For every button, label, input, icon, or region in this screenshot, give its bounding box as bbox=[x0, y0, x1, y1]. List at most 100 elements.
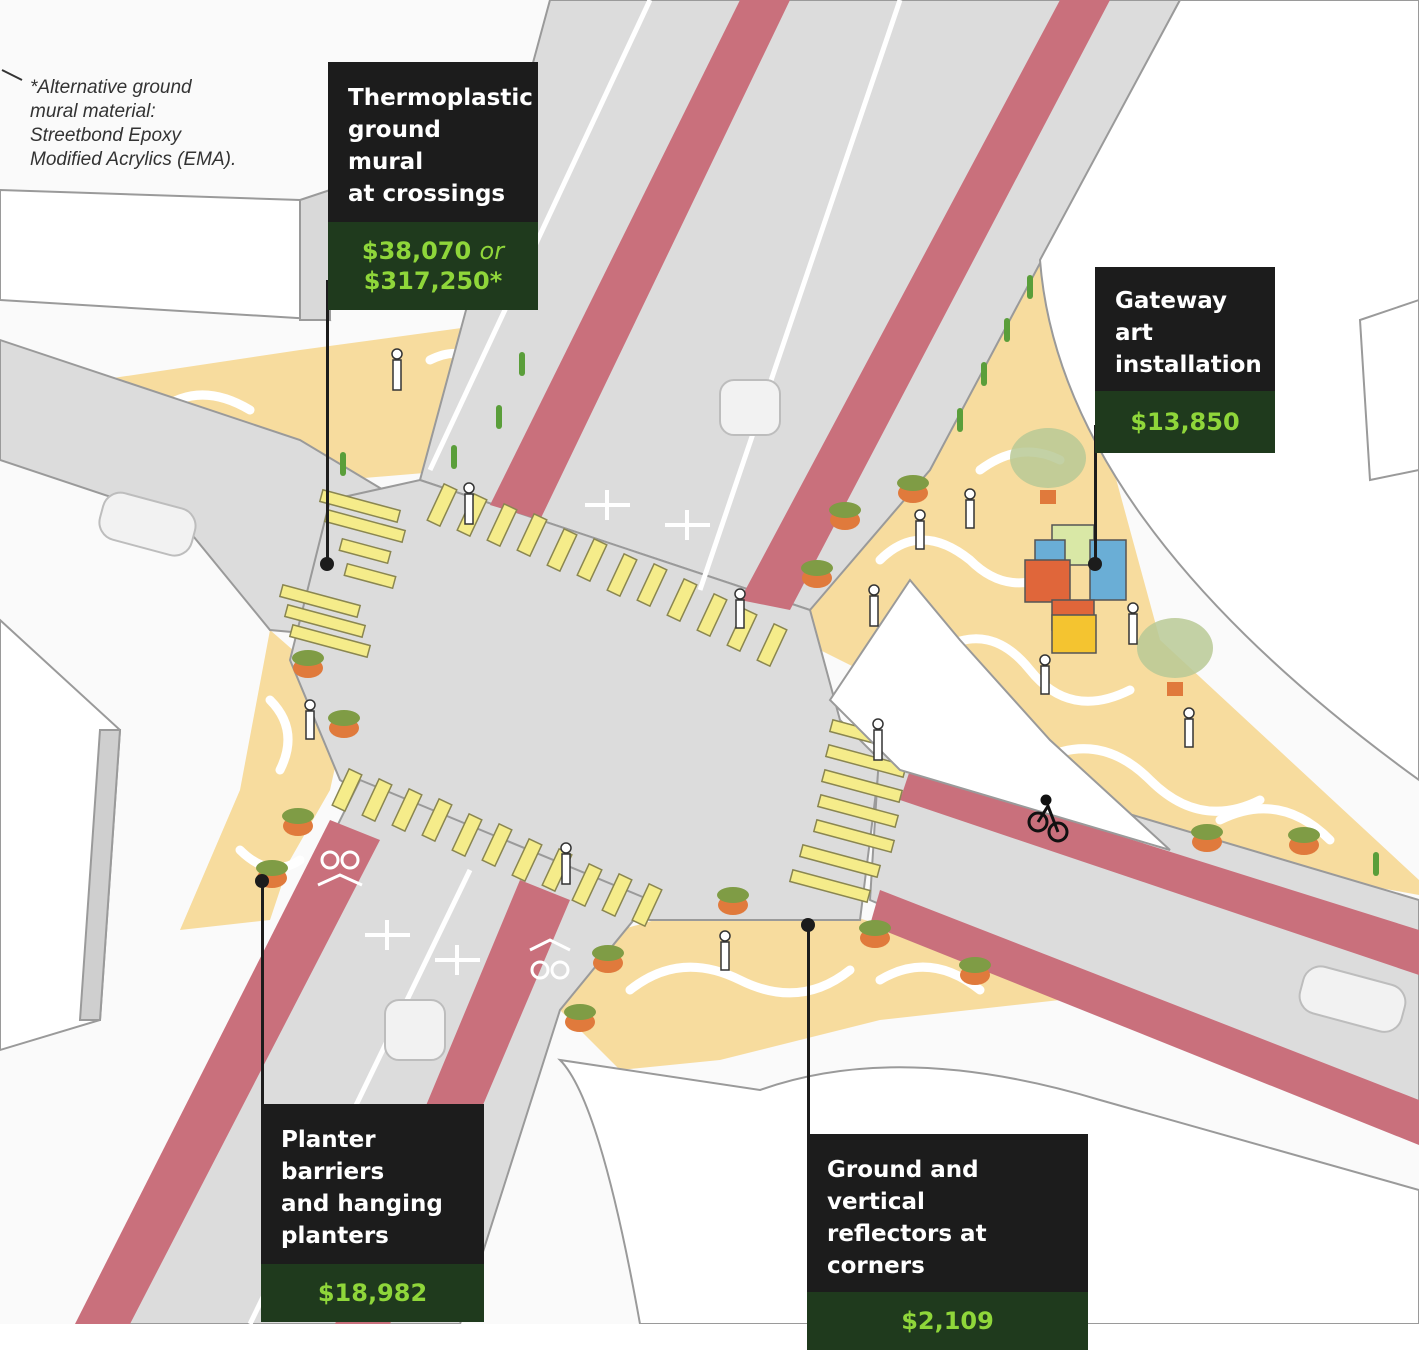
bollard-icon bbox=[1004, 318, 1010, 342]
callout-planters: Planter barriers and hanging planters $1… bbox=[261, 1104, 484, 1322]
pedestrian-icon bbox=[560, 842, 572, 885]
pedestrian-icon bbox=[391, 348, 403, 391]
material-note: *Alternative ground mural material: Stre… bbox=[30, 76, 236, 172]
pedestrian-icon bbox=[304, 699, 316, 740]
bollard-icon bbox=[519, 352, 525, 376]
bollard-icon bbox=[957, 408, 963, 432]
pedestrians bbox=[304, 348, 1195, 971]
bollard-icon bbox=[496, 405, 502, 429]
note-line: Modified Acrylics (EMA). bbox=[30, 149, 237, 170]
bike-markings bbox=[317, 850, 571, 980]
plaza-se bbox=[560, 890, 1060, 1070]
pedestrian-icon bbox=[1127, 602, 1139, 645]
callout-gateway-art: Gateway art installation $13,850 bbox=[1095, 267, 1275, 453]
trees bbox=[1010, 428, 1213, 696]
car-icon bbox=[719, 379, 781, 436]
pedestrian-icon bbox=[734, 588, 746, 629]
note-line: Streetbond Epoxy bbox=[30, 125, 182, 146]
reflector-leader-dot bbox=[801, 918, 815, 932]
cars bbox=[98, 379, 1407, 1061]
pedestrian-icon bbox=[463, 482, 475, 525]
building-nw-side bbox=[299, 188, 331, 321]
callout-title-line: and hanging bbox=[281, 1191, 443, 1217]
bollard-icon bbox=[451, 445, 457, 469]
pedestrian-icon bbox=[914, 509, 926, 550]
planter-icon bbox=[282, 808, 314, 836]
crosswalks bbox=[278, 482, 912, 928]
planter-icon bbox=[1288, 827, 1320, 855]
callout-cost: $18,982 bbox=[261, 1264, 484, 1322]
turn-arrow-icon bbox=[365, 920, 410, 950]
reflector-leader bbox=[807, 926, 810, 1136]
pedestrian-icon bbox=[719, 930, 731, 971]
note-leader bbox=[1, 69, 23, 81]
planter-icon bbox=[717, 887, 749, 915]
tree-icon bbox=[1010, 428, 1086, 504]
planter-icon bbox=[859, 920, 891, 948]
callout-title: Planter barriers and hanging planters bbox=[261, 1104, 484, 1264]
bollards bbox=[340, 275, 1379, 876]
planter-icon bbox=[592, 945, 624, 973]
turn-arrow-icon bbox=[585, 490, 630, 520]
callout-cost: $38,070 or $317,250* bbox=[328, 222, 538, 310]
pedestrian-icon bbox=[1039, 654, 1051, 695]
callout-title-line: Planter barriers bbox=[281, 1127, 385, 1185]
callout-title: Gateway art installation bbox=[1095, 267, 1275, 391]
car-icon bbox=[384, 999, 446, 1061]
building-nw bbox=[0, 188, 332, 322]
pedestrian-icon bbox=[1183, 707, 1195, 748]
callout-title-line: planters bbox=[281, 1223, 389, 1249]
pedestrian-icon bbox=[872, 718, 884, 761]
planters bbox=[256, 475, 1320, 1032]
mural-leader-dot bbox=[320, 557, 334, 571]
bike-lane-north-west bbox=[490, 0, 790, 520]
callout-title-line: ground mural bbox=[348, 117, 441, 175]
turn-arrow-icon bbox=[665, 510, 710, 540]
cost-alt: $317,250* bbox=[363, 267, 503, 295]
bollard-icon bbox=[1027, 275, 1033, 299]
bike-lane-south-west bbox=[75, 820, 380, 1324]
bike-lane-east-south bbox=[870, 890, 1419, 1145]
planter-icon bbox=[801, 560, 833, 588]
callout-title: Ground and vertical reflectors at corner… bbox=[807, 1134, 1088, 1292]
callout-title-line: Ground and vertical bbox=[827, 1157, 979, 1215]
note-line: mural material: bbox=[30, 101, 156, 122]
building-e-edge bbox=[1358, 298, 1419, 482]
turn-arrow-icon bbox=[435, 945, 480, 975]
mural-swirls bbox=[55, 348, 1335, 998]
planter-icon bbox=[292, 650, 324, 678]
planter-icon bbox=[1191, 824, 1223, 852]
planter-icon bbox=[328, 710, 360, 738]
turn-arrows bbox=[365, 490, 710, 975]
callout-cost: $2,109 bbox=[807, 1292, 1088, 1350]
bike-lane-marking-icon bbox=[529, 938, 571, 980]
note-line: *Alternative ground bbox=[30, 77, 192, 98]
cost-main: $38,070 bbox=[361, 237, 472, 265]
cost-or: or bbox=[479, 237, 505, 265]
bollard-icon bbox=[981, 362, 987, 386]
bike-lane-north-east bbox=[740, 0, 1110, 610]
callout-ground-mural: Thermoplastic ground mural at crossings … bbox=[328, 62, 538, 310]
callout-reflectors: Ground and vertical reflectors at corner… bbox=[807, 1134, 1088, 1350]
planter-icon bbox=[897, 475, 929, 503]
planter-icon bbox=[564, 1004, 596, 1032]
car-icon bbox=[98, 491, 197, 557]
planter-icon bbox=[959, 957, 991, 985]
mural-leader bbox=[326, 280, 329, 563]
building-sw-side bbox=[78, 729, 122, 1021]
planter-leader-dot bbox=[255, 874, 269, 888]
pedestrian-icon bbox=[868, 584, 880, 627]
cyclist-icon bbox=[1027, 794, 1069, 843]
bollard-icon bbox=[1373, 852, 1379, 876]
pedestrian-icon bbox=[964, 488, 976, 529]
bollard-icon bbox=[340, 452, 346, 476]
car-icon bbox=[1298, 965, 1407, 1033]
callout-cost: $13,850 bbox=[1095, 391, 1275, 453]
callout-title-line: Thermoplastic bbox=[348, 85, 533, 111]
gateway-leader bbox=[1094, 425, 1097, 563]
planter-icon bbox=[829, 502, 861, 530]
callout-title-line: Gateway art bbox=[1115, 288, 1228, 346]
callout-title-line: installation bbox=[1115, 352, 1262, 378]
tree-icon bbox=[1137, 618, 1213, 696]
